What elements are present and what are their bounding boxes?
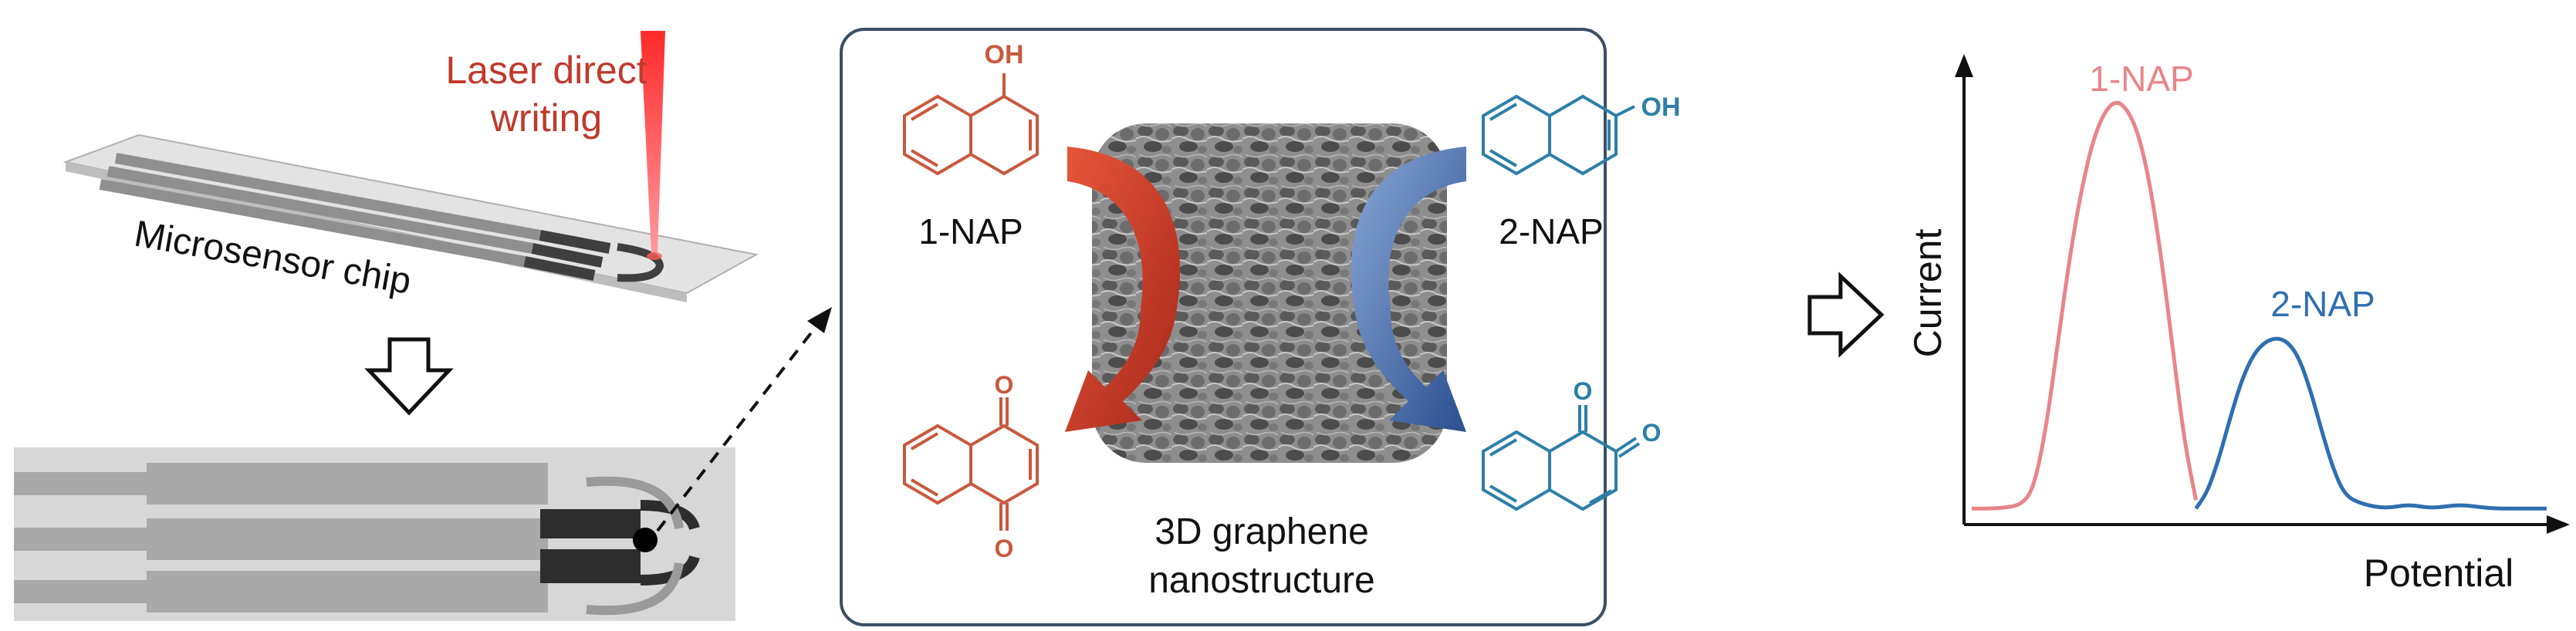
graphene-image [1092, 123, 1447, 463]
hollow-arrow-right [1807, 272, 1885, 358]
laser-label-line2: writing [490, 96, 602, 140]
red-reaction-arrow [1065, 147, 1181, 432]
graphene-label-line2: nanostructure [1148, 560, 1375, 601]
laser-beam [641, 31, 665, 253]
series-label-1nap: 1-NAP [2089, 59, 2193, 99]
graphene-label-line1: 3D graphene [1154, 511, 1369, 552]
x-axis-label: Potential [2364, 552, 2514, 595]
nap1-label: 1-NAP [918, 211, 1023, 251]
o-label-quinone2-side: O [1642, 419, 1662, 447]
laser-label-line1: Laser direct [445, 49, 647, 92]
o-label-quinone2-top: O [1574, 377, 1593, 405]
oh-label-1: OH [985, 40, 1024, 69]
o-label-quinone1-top: O [995, 371, 1014, 399]
oh-label-2: OH [1641, 93, 1681, 122]
molecule-naphthoquinone-14 [903, 397, 1039, 531]
chip-electrode-lines [99, 153, 611, 281]
hollow-arrow-down [364, 337, 454, 416]
microsensor-chip-flat [14, 447, 735, 621]
dashed-pointer [656, 322, 820, 532]
molecule-naphthoquinone-12 [1482, 405, 1641, 511]
nap2-label: 2-NAP [1499, 211, 1603, 251]
electrode-spot [633, 528, 658, 552]
series-label-2nap: 2-NAP [2270, 284, 2375, 324]
series-line-1 [1971, 100, 2199, 511]
blue-reaction-arrow [1351, 147, 1466, 432]
series-line-2 [2194, 336, 2549, 511]
chip-electrode-loop [617, 243, 664, 282]
molecule-1-naphthol [903, 73, 1039, 176]
y-axis-label: Current [1906, 229, 1949, 358]
microsensor-chip-tilted [63, 133, 759, 302]
molecule-2-naphthol [1482, 94, 1635, 176]
voltammogram-chart: Current Potential 1-NAP 2-NAP [1906, 54, 2570, 595]
o-label-quinone1-bottom: O [995, 535, 1014, 562]
